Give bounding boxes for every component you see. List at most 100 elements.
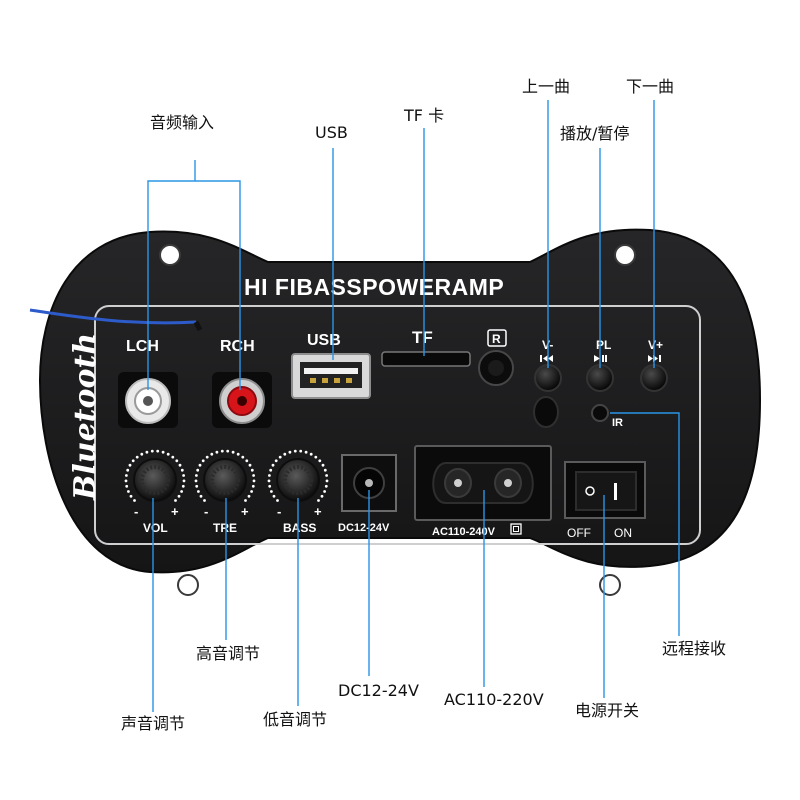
dial-dot xyxy=(126,468,130,472)
rca-right-jack[interactable] xyxy=(212,372,272,428)
dial-dot xyxy=(135,455,139,459)
callout-ac: AC110-220V xyxy=(444,690,544,709)
dial-dot xyxy=(201,459,205,463)
callout-treble: 高音调节 xyxy=(196,644,261,663)
dial-dot xyxy=(247,494,251,498)
svg-text:-: - xyxy=(204,504,208,519)
double-insulation-icon xyxy=(510,523,522,535)
dial-dot xyxy=(272,494,276,498)
knob-marks: -+ -+ -+ xyxy=(134,504,322,519)
ir-sensor-icon xyxy=(591,404,609,422)
tf-card-slot[interactable] xyxy=(381,351,471,367)
callout-tf-card: TF 卡 xyxy=(404,106,445,125)
dial-dot xyxy=(325,474,328,477)
dial-dot xyxy=(268,484,272,488)
callout-lines xyxy=(147,100,680,712)
bass-knob[interactable] xyxy=(267,449,329,502)
dial-dot xyxy=(323,468,327,472)
dial-dot xyxy=(131,459,135,463)
dial-dot xyxy=(231,450,235,454)
dial-dot xyxy=(252,479,256,483)
dial-dot xyxy=(182,479,186,483)
power-switch[interactable] xyxy=(564,461,646,519)
dial-dot xyxy=(244,499,247,502)
dial-dot xyxy=(178,463,182,467)
next-button[interactable] xyxy=(640,364,668,392)
off-label: OFF xyxy=(567,526,591,540)
panel-labels: HI FIBASSPOWERAMP LCH RCH USB TF R V- PL… xyxy=(68,274,663,589)
on-label: ON xyxy=(614,526,632,540)
bluetooth-brand: Bluetooth xyxy=(68,333,103,501)
dial-dot xyxy=(299,449,303,453)
control-frame xyxy=(94,305,701,545)
dial-dot xyxy=(215,450,219,454)
dial-dot xyxy=(171,455,175,459)
dial-dot xyxy=(293,449,297,453)
mounting-holes xyxy=(159,244,636,596)
dial-dot xyxy=(140,452,144,456)
remote-jack xyxy=(478,350,514,386)
rca-left-jack[interactable] xyxy=(118,372,178,428)
dial-dot xyxy=(270,490,273,493)
dial-dot xyxy=(278,455,282,459)
next-label: V+ xyxy=(648,338,663,352)
vol-label: VOL xyxy=(143,521,168,535)
tre-label: TRE xyxy=(213,521,237,535)
warning-icon-right xyxy=(474,552,502,582)
prev-icon xyxy=(540,355,553,362)
dial-dot xyxy=(203,499,206,502)
dial-dot xyxy=(195,474,198,477)
svg-text:-: - xyxy=(134,504,138,519)
dial-dot xyxy=(226,449,230,453)
volume-knob[interactable] xyxy=(124,449,186,502)
wire-grommet xyxy=(193,320,203,332)
dial-dot xyxy=(245,459,249,463)
panel-title: HI FIBASSPOWERAMP xyxy=(244,274,504,300)
dial-dot xyxy=(236,452,240,456)
dial-dot xyxy=(180,490,184,493)
callout-volume: 声音调节 xyxy=(121,714,186,733)
dial-dot xyxy=(180,468,184,472)
caution-line-1: CAUT ION xyxy=(333,549,391,563)
dial-dot xyxy=(320,494,324,498)
dial-dot xyxy=(269,468,273,472)
dial-dot xyxy=(304,450,308,454)
dial-dot xyxy=(271,463,275,467)
dial-dot xyxy=(128,463,132,467)
dial-dot xyxy=(125,484,129,488)
remote-label: R xyxy=(492,332,501,346)
dial-dot xyxy=(197,490,200,493)
dial-dot xyxy=(133,499,136,502)
dial-dot xyxy=(250,490,254,493)
tf-label: TF xyxy=(412,328,433,347)
dial-dot xyxy=(248,463,252,467)
dial-dot xyxy=(174,499,177,502)
dial-dot xyxy=(276,499,279,502)
dial-dot xyxy=(323,490,326,493)
lch-label: LCH xyxy=(126,338,159,355)
svg-text:+: + xyxy=(241,504,249,519)
usb-port[interactable] xyxy=(291,353,371,399)
dial-dot xyxy=(181,484,185,488)
dial-dot xyxy=(198,463,202,467)
dial-dot xyxy=(220,449,224,453)
callout-power-switch: 电源开关 xyxy=(575,701,640,720)
prev-button[interactable] xyxy=(534,364,562,392)
dial-dot xyxy=(161,450,165,454)
ac-power-socket[interactable] xyxy=(414,445,552,521)
treble-knob[interactable] xyxy=(194,449,256,502)
dial-dot xyxy=(317,499,320,502)
play-pause-button[interactable] xyxy=(586,364,614,392)
dial-dot xyxy=(314,455,318,459)
dial-dot xyxy=(283,452,287,456)
dial-dot xyxy=(177,494,181,498)
callout-play-pause: 播放/暂停 xyxy=(560,124,630,143)
ir-label: IR xyxy=(612,417,623,429)
callout-dc: DC12-24V xyxy=(338,681,419,700)
dial-dot xyxy=(321,463,325,467)
dial-dot xyxy=(288,450,292,454)
dial-dot xyxy=(268,474,271,477)
ir-window xyxy=(533,396,559,428)
dial-dot xyxy=(194,479,198,483)
